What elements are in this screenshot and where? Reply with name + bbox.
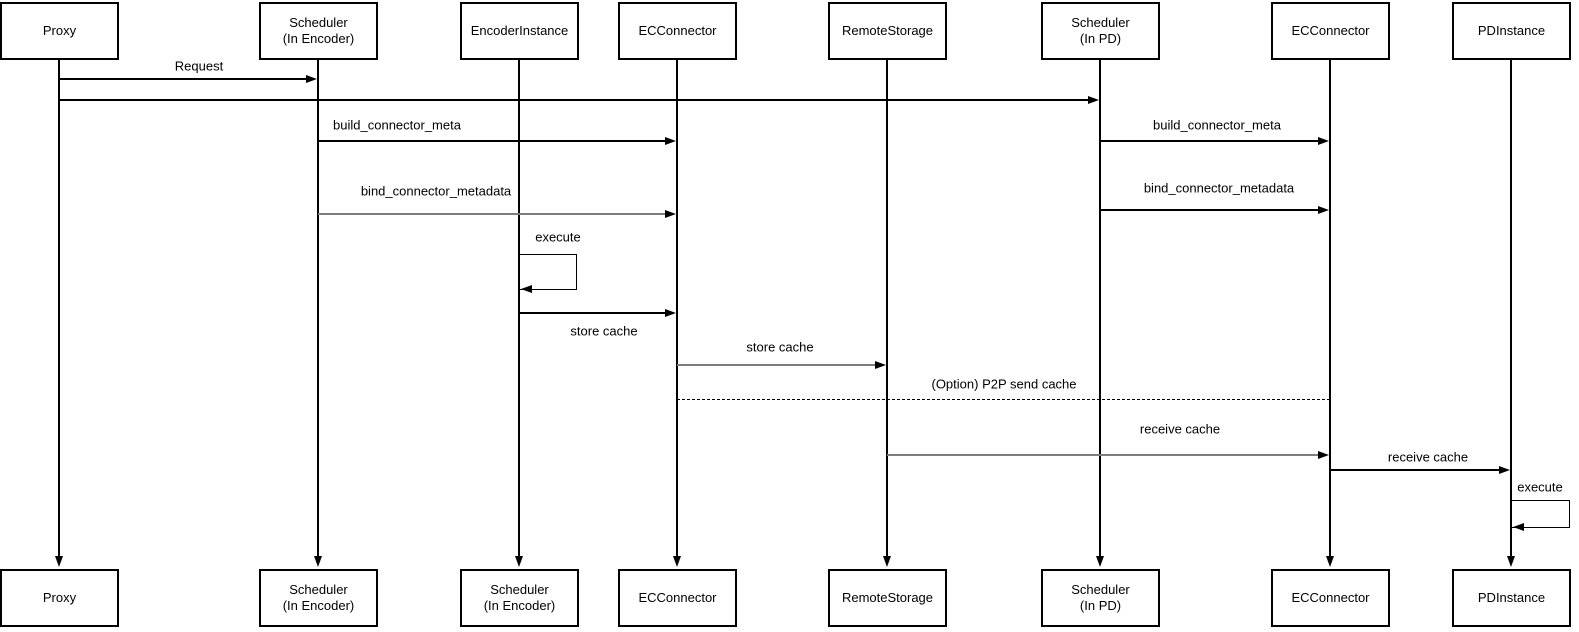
participant-label: (In Encoder) bbox=[483, 598, 556, 613]
participant-label: Scheduler bbox=[289, 15, 348, 30]
lifeline-scheduler-in-pd bbox=[1099, 60, 1101, 557]
participant-label: Scheduler bbox=[1071, 15, 1130, 30]
message-label-8: (Option) P2P send cache bbox=[929, 376, 1079, 392]
message-line-3 bbox=[1100, 140, 1321, 142]
participant-label: (In Encoder) bbox=[282, 31, 355, 46]
message-line-0 bbox=[59, 78, 309, 80]
participant-label: Proxy bbox=[42, 590, 77, 605]
participant-label: (In PD) bbox=[1079, 598, 1122, 613]
participant-bottom-box-scheduler-in-pd: Scheduler(In PD) bbox=[1041, 569, 1160, 627]
message-arrowhead-0 bbox=[306, 74, 317, 83]
participant-label: Scheduler bbox=[289, 582, 348, 597]
lifeline-remote-storage bbox=[886, 60, 888, 557]
participant-label: ECConnector bbox=[638, 23, 717, 38]
participant-bottom-box-scheduler-in-encoder: Scheduler(In Encoder) bbox=[259, 569, 378, 627]
message-arrowhead-7 bbox=[875, 360, 886, 369]
message-label-9: receive cache bbox=[1137, 421, 1223, 437]
participant-label: Scheduler bbox=[490, 582, 549, 597]
message-line-7 bbox=[677, 363, 878, 367]
participant-top-box-ec-connector-encoder: ECConnector bbox=[618, 2, 737, 60]
lifeline-arrowhead-down-remote-storage bbox=[882, 556, 891, 567]
participant-top-box-pd-instance: PDInstance bbox=[1452, 2, 1571, 60]
participant-label: EncoderInstance bbox=[470, 23, 569, 38]
message-line-1 bbox=[59, 99, 1091, 101]
participant-top-box-encoder-instance: EncoderInstance bbox=[460, 2, 579, 60]
message-line-5 bbox=[1100, 209, 1321, 211]
message-arrowhead-5 bbox=[1318, 205, 1329, 214]
self-loop-arrowhead-1 bbox=[1512, 522, 1524, 531]
message-label-10: receive cache bbox=[1385, 449, 1471, 465]
participant-bottom-box-pd-instance: PDInstance bbox=[1452, 569, 1571, 627]
participant-bottom-box-encoder-instance: Scheduler(In Encoder) bbox=[460, 569, 579, 627]
participant-label: (In PD) bbox=[1079, 31, 1122, 46]
participant-label: (In Encoder) bbox=[282, 598, 355, 613]
message-label-3: build_connector_meta bbox=[1151, 117, 1283, 133]
lifeline-arrowhead-down-pd-instance bbox=[1506, 556, 1515, 567]
lifeline-proxy bbox=[58, 60, 60, 557]
message-label-4: bind_connector_metadata bbox=[358, 183, 514, 199]
participant-label: PDInstance bbox=[1477, 23, 1546, 38]
participant-top-box-scheduler-in-encoder: Scheduler(In Encoder) bbox=[259, 2, 378, 60]
lifeline-ec-connector-encoder bbox=[676, 60, 678, 557]
participant-label: ECConnector bbox=[638, 590, 717, 605]
message-line-6 bbox=[519, 312, 668, 314]
participant-label: ECConnector bbox=[1291, 590, 1370, 605]
participant-top-box-scheduler-in-pd: Scheduler(In PD) bbox=[1041, 2, 1160, 60]
message-label-5: bind_connector_metadata bbox=[1141, 180, 1297, 196]
message-line-4 bbox=[318, 212, 668, 216]
lifeline-scheduler-in-encoder bbox=[317, 60, 319, 557]
message-arrowhead-3 bbox=[1318, 136, 1329, 145]
lifeline-pd-instance bbox=[1510, 60, 1512, 557]
message-line-10 bbox=[1330, 469, 1502, 471]
participant-bottom-box-proxy: Proxy bbox=[0, 569, 119, 627]
lifeline-arrowhead-down-encoder-instance bbox=[514, 556, 523, 567]
message-arrowhead-6 bbox=[665, 308, 676, 317]
participant-bottom-box-remote-storage: RemoteStorage bbox=[828, 569, 947, 627]
participant-label: RemoteStorage bbox=[841, 590, 934, 605]
lifeline-arrowhead-down-scheduler-in-pd bbox=[1095, 556, 1104, 567]
message-label-2: build_connector_meta bbox=[331, 117, 463, 133]
message-arrowhead-9 bbox=[1318, 450, 1329, 459]
participant-label: Scheduler bbox=[1071, 582, 1130, 597]
participant-label: ECConnector bbox=[1291, 23, 1370, 38]
participant-top-box-proxy: Proxy bbox=[0, 2, 119, 60]
lifeline-arrowhead-down-ec-connector-encoder bbox=[672, 556, 681, 567]
message-label-6: store cache bbox=[568, 323, 640, 339]
self-loop-arrowhead-0 bbox=[520, 284, 532, 293]
lifeline-encoder-instance bbox=[518, 60, 520, 557]
message-line-2 bbox=[318, 140, 668, 142]
participant-label: PDInstance bbox=[1477, 590, 1546, 605]
participant-label: RemoteStorage bbox=[841, 23, 934, 38]
participant-bottom-box-ec-connector-pd: ECConnector bbox=[1271, 569, 1390, 627]
message-arrowhead-2 bbox=[665, 136, 676, 145]
message-arrowhead-1 bbox=[1088, 95, 1099, 104]
self-loop-label-0: execute bbox=[533, 229, 583, 245]
message-label-0: Request bbox=[172, 58, 226, 74]
self-loop-label-1: execute bbox=[1515, 479, 1565, 495]
participant-top-box-remote-storage: RemoteStorage bbox=[828, 2, 947, 60]
message-line-8 bbox=[677, 399, 1330, 401]
self-loop-0 bbox=[519, 254, 577, 290]
self-loop-1 bbox=[1511, 500, 1570, 528]
message-arrowhead-10 bbox=[1499, 465, 1510, 474]
participant-label: Proxy bbox=[42, 23, 77, 38]
lifeline-arrowhead-down-proxy bbox=[54, 556, 63, 567]
participant-top-box-ec-connector-pd: ECConnector bbox=[1271, 2, 1390, 60]
lifeline-ec-connector-pd bbox=[1329, 60, 1331, 557]
participant-bottom-box-ec-connector-encoder: ECConnector bbox=[618, 569, 737, 627]
message-arrowhead-4 bbox=[665, 209, 676, 218]
lifeline-arrowhead-down-scheduler-in-encoder bbox=[313, 556, 322, 567]
message-line-9 bbox=[887, 453, 1321, 457]
lifeline-arrowhead-down-ec-connector-pd bbox=[1325, 556, 1334, 567]
message-label-7: store cache bbox=[744, 339, 816, 355]
